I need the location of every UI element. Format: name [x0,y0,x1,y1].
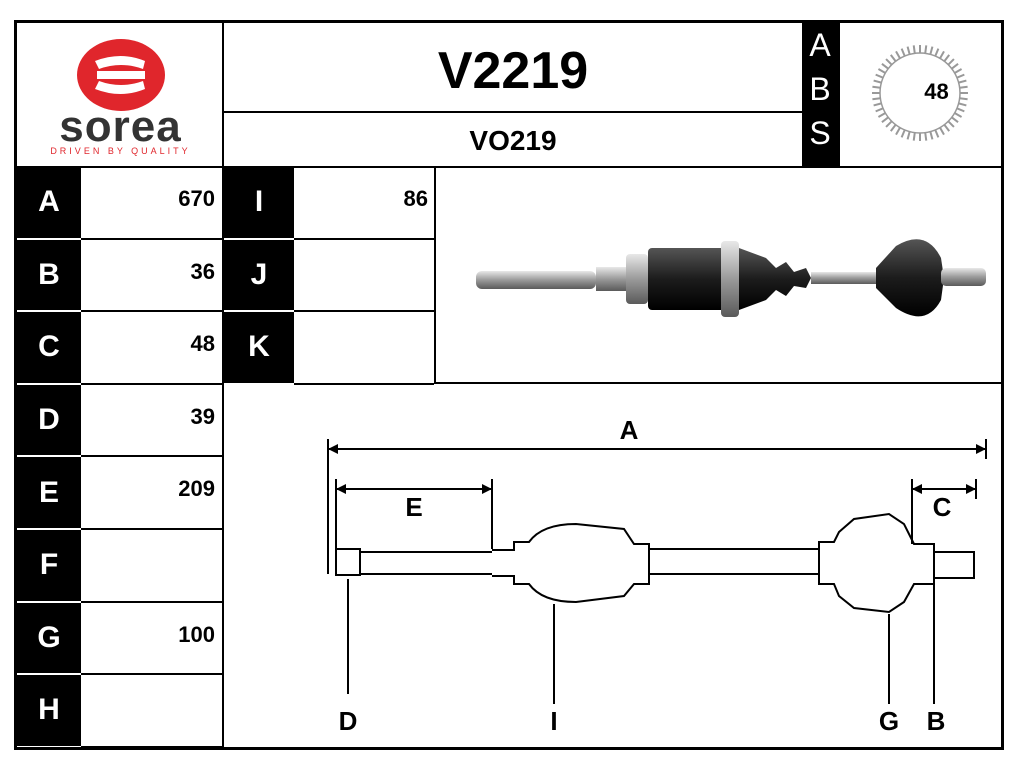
abs-letter-s: S [809,115,831,151]
product-ref: V2219 [437,42,589,100]
param-key: J [224,239,294,311]
product-sheet: sorea DRIVEN BY QUALITY V2219 VO219 A B … [14,20,1004,750]
param-key: D [17,384,81,456]
param-value: 48 [190,331,215,357]
dim-label-b: B [927,706,946,736]
dim-label-a: A [620,415,639,445]
param-key: B [17,239,81,311]
param-value: 670 [178,186,215,211]
param-key: H [17,675,81,746]
abs-teeth-count: 48 [924,79,949,104]
param-value: 100 [178,621,215,647]
dim-label-d: D [339,706,358,736]
dim-label-e: E [405,492,422,522]
abs-letter-a: A [809,27,831,63]
product-photo [436,168,1001,382]
param-value: 39 [190,403,215,429]
param-value: 36 [190,258,215,284]
param-key: E [17,457,81,528]
dim-label-i: I [550,706,557,736]
logo-brand: sorea [59,102,182,151]
dim-label-g: G [879,706,899,736]
sorea-logo-icon [77,39,165,111]
abs-ring-cell: 48 [840,23,1001,166]
param-key: G [17,602,81,674]
param-value: 209 [178,476,215,502]
driveshaft-diagram: A E C D I G B [327,415,987,736]
param-key: I [224,167,294,238]
param-value: 86 [403,186,428,211]
param-key: K [224,312,294,383]
driveshaft-photo-icon [476,239,986,317]
abs-label-column: A B S [802,23,838,166]
dimension-drawing: A E C D I G B [224,384,1001,747]
abs-ring-icon [872,45,968,141]
dim-label-c: C [933,492,952,522]
param-key: A [17,167,81,238]
param-key: F [17,530,81,601]
abs-letter-b: B [809,71,831,107]
logo-cell: sorea DRIVEN BY QUALITY [17,23,224,166]
param-key: C [17,312,81,383]
oe-ref: VO219 [469,125,557,156]
logo-tagline: DRIVEN BY QUALITY [50,146,191,156]
